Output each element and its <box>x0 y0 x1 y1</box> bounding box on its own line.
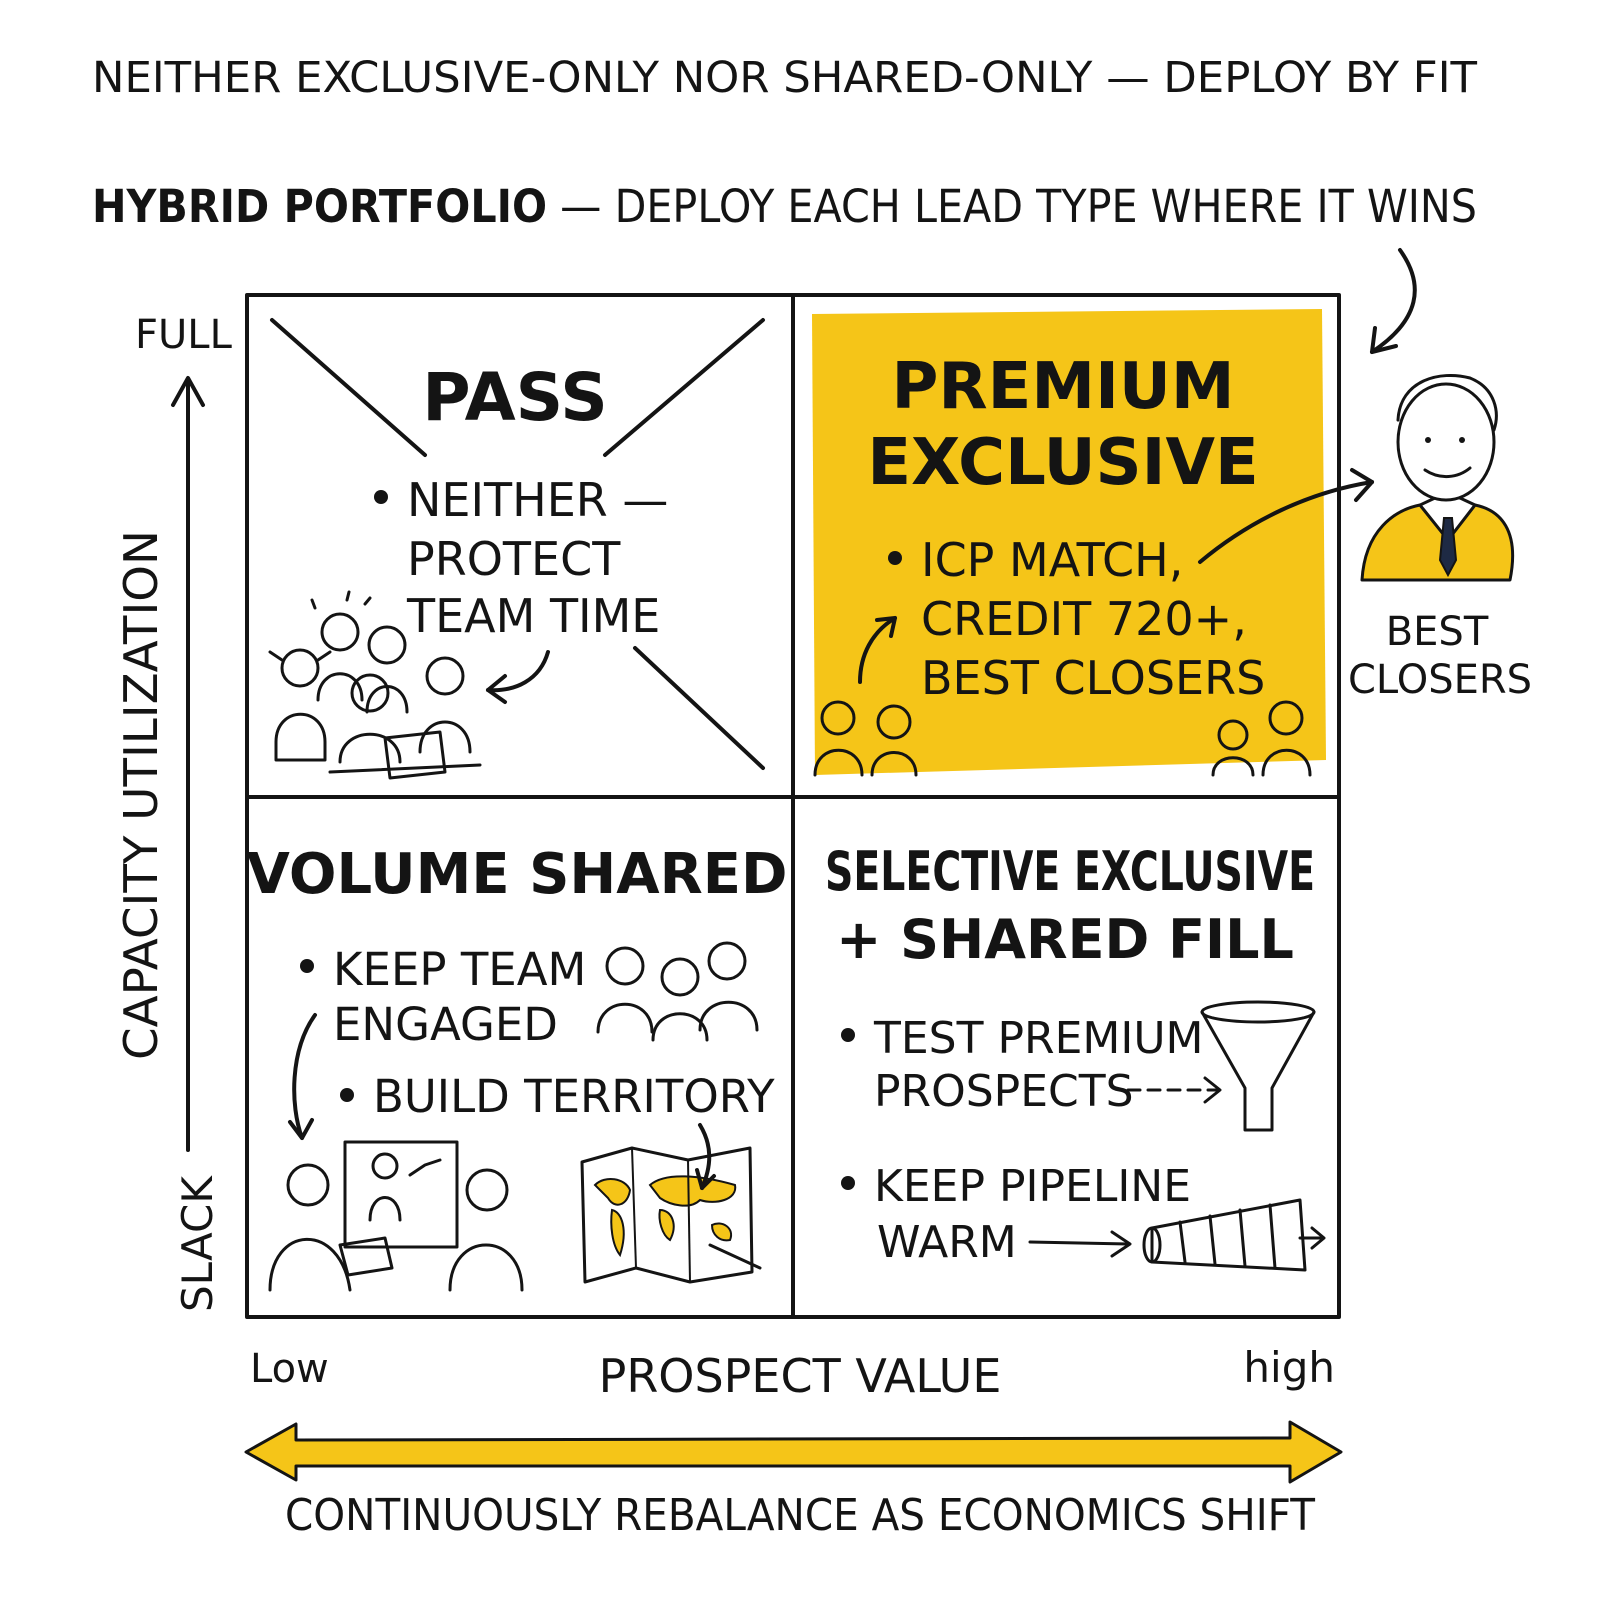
premium-title-line2: EXCLUSIVE <box>867 426 1258 500</box>
world-map-icon <box>582 1125 760 1282</box>
bullet-dot <box>888 551 902 565</box>
volume-bullet2: BUILD TERRITORY <box>373 1070 775 1123</box>
pass-bullet-line1: NEITHER — <box>407 473 668 527</box>
premium-bullet-line2: CREDIT 720+, <box>921 592 1247 646</box>
bullet-dot <box>841 1176 855 1190</box>
quadrant-selective-exclusive: SELECTIVE EXCLUSIVE + SHARED FILL TEST P… <box>825 840 1324 1270</box>
rebalance-arrow <box>246 1422 1341 1482</box>
x-axis-label: PROSPECT VALUE <box>599 1349 1002 1403</box>
page-title: HYBRID PORTFOLIO — DEPLOY EACH LEAD TYPE… <box>92 180 1477 233</box>
y-axis-arrow <box>173 378 203 1150</box>
selective-title-line1: SELECTIVE EXCLUSIVE <box>825 840 1315 903</box>
funnel-icon <box>1202 1002 1314 1130</box>
footer-text: CONTINUOUSLY REBALANCE AS ECONOMICS SHIF… <box>285 1490 1315 1541</box>
volume-bullet1-line2: ENGAGED <box>333 998 558 1051</box>
volume-bullet1-line1: KEEP TEAM <box>333 943 586 996</box>
title-rest: — DEPLOY EACH LEAD TYPE WHERE IT WINS <box>547 180 1477 233</box>
team-meeting-icon <box>270 1142 522 1290</box>
team-people-icon <box>598 943 757 1040</box>
premium-title-line1: PREMIUM <box>891 350 1234 424</box>
bullet-dot <box>374 490 388 504</box>
best-closers-callout: BEST CLOSERS <box>1348 375 1532 703</box>
y-axis-label: CAPACITY UTILIZATION <box>114 530 168 1060</box>
bullet-dot <box>300 959 314 973</box>
premium-bullet-line1: ICP MATCH, <box>921 533 1183 587</box>
pass-bullet-line2: PROTECT <box>407 532 621 586</box>
pass-title: PASS <box>422 359 608 436</box>
businessman-icon <box>1362 375 1513 580</box>
premium-bullet-line3: BEST CLOSERS <box>921 651 1265 705</box>
bullet-dot <box>841 1028 855 1042</box>
volume-title: VOLUME SHARED <box>247 842 788 907</box>
bullet-dot <box>340 1088 354 1102</box>
x-axis-high-label: high <box>1243 1343 1335 1392</box>
best-closers-line2: CLOSERS <box>1348 657 1532 703</box>
quadrant-volume-shared: VOLUME SHARED KEEP TEAM ENGAGED BUILD TE… <box>247 842 788 1290</box>
y-axis-bottom-label: SLACK <box>173 1175 222 1312</box>
pass-bullet-line3: TEAM TIME <box>406 589 660 643</box>
title-bold: HYBRID PORTFOLIO <box>92 180 547 233</box>
x-axis-low-label: Low <box>250 1346 329 1392</box>
best-closers-line1: BEST <box>1386 609 1489 655</box>
selective-bullet2-line1: KEEP PIPELINE <box>874 1161 1191 1212</box>
subtitle: NEITHER EXCLUSIVE-ONLY NOR SHARED-ONLY —… <box>92 53 1478 103</box>
title-arrow <box>1372 250 1415 352</box>
selective-title-line2: + SHARED FILL <box>836 908 1294 971</box>
selective-bullet1-line2: PROSPECTS <box>874 1066 1134 1117</box>
selective-bullet2-line2: WARM <box>877 1217 1017 1268</box>
selective-bullet1-line1: TEST PREMIUM <box>873 1013 1203 1064</box>
quadrant-pass: PASS NEITHER — PROTECT TEAM TIME <box>270 320 763 778</box>
y-axis-top-label: FULL <box>135 312 233 358</box>
